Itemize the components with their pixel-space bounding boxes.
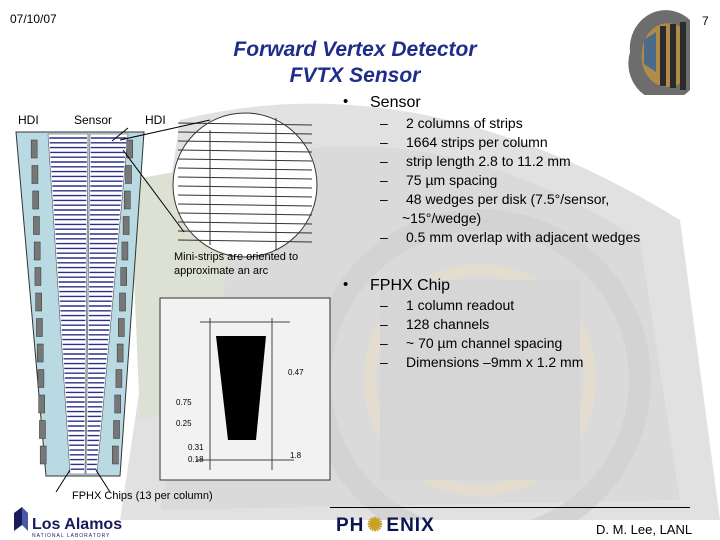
list-item: –75 µm spacing	[380, 172, 498, 188]
mini-strip	[177, 239, 313, 243]
fphx-chip	[119, 292, 126, 312]
fphx-chip	[115, 369, 123, 388]
list-item: –2 columns of strips	[380, 115, 523, 131]
dash-icon: –	[380, 335, 388, 351]
mini-strip	[177, 122, 313, 126]
dash-icon: –	[380, 134, 388, 150]
sensor-strips	[49, 137, 127, 470]
fphx-chip	[37, 369, 45, 388]
bullet-icon: •	[343, 276, 349, 293]
mini-strip	[177, 167, 313, 171]
svg-text:0.47: 0.47	[288, 368, 304, 377]
slide-date: 07/10/07	[10, 12, 57, 26]
lanl-subtitle: NATIONAL LABORATORY	[32, 533, 111, 539]
lanl-logo-icon	[14, 507, 28, 531]
phenix-logo-icon: ✺	[366, 515, 384, 536]
list-item-continuation: ~15°/wedge)	[402, 210, 482, 226]
list-item: –48 wedges per disk (7.5°/sensor,	[380, 191, 610, 207]
fphx-chip	[32, 190, 39, 210]
sensor-heading: • Sensor	[343, 93, 421, 112]
dash-icon: –	[380, 115, 388, 131]
fphx-chip	[33, 216, 40, 235]
svg-text:0.31: 0.31	[188, 443, 204, 452]
zoom-ministrips	[177, 122, 313, 243]
ministrip-note-line2: approximate an arc	[174, 265, 269, 277]
fphx-chip	[125, 165, 132, 184]
list-item: –1 column readout	[380, 297, 515, 313]
fphx-chip	[38, 394, 45, 414]
fphx-chip	[36, 318, 43, 337]
fphx-chip	[35, 292, 42, 312]
fphx-chip	[120, 267, 127, 286]
fphx-chip	[39, 420, 46, 439]
mini-strip	[177, 212, 313, 216]
mini-strip	[177, 221, 313, 225]
fphx-chips-note: FPHX Chips (13 per column)	[72, 490, 213, 502]
chip-heading: • FPHX Chip	[343, 276, 451, 295]
fphx-chip	[118, 318, 125, 337]
svg-text:1.8: 1.8	[290, 451, 302, 460]
sensor-label: Sensor	[74, 113, 113, 127]
dash-icon: –	[380, 354, 388, 370]
fphx-chips	[30, 139, 133, 465]
fphx-chip	[121, 241, 129, 261]
chip-heading-text: FPHX Chip	[370, 277, 451, 294]
chip-list: –1 column readout –128 channels –~ 70 µm…	[380, 296, 706, 372]
list-item: –128 channels	[380, 316, 490, 332]
mini-strip	[177, 185, 313, 189]
list-item: –0.5 mm overlap with adjacent wedges	[380, 229, 641, 245]
ministrip-note-line1: Mini-strips are oriented to	[174, 251, 299, 263]
dash-icon: –	[380, 153, 388, 169]
slide-subtitle: FVTX Sensor	[289, 64, 421, 87]
footer-rule	[330, 507, 690, 508]
mini-strip	[177, 149, 313, 153]
author-credit: D. M. Lee, LANL	[596, 522, 693, 537]
hdi-left-label: HDI	[18, 113, 39, 127]
mini-strip	[177, 176, 313, 180]
phenix-logo: PH✺ENIX	[336, 515, 435, 536]
list-item: –~ 70 µm channel spacing	[380, 335, 563, 351]
dash-icon: –	[380, 316, 388, 332]
bullet-icon: •	[343, 93, 349, 110]
fphx-chip	[126, 139, 133, 159]
lanl-name: Los Alamos	[32, 516, 123, 533]
dash-icon: –	[380, 229, 388, 245]
fphx-chip	[112, 445, 119, 465]
fphx-chip	[124, 190, 131, 210]
mini-strip	[177, 194, 313, 198]
fphx-chip	[30, 139, 38, 159]
mini-strip	[177, 203, 313, 207]
detector-photo-icon	[628, 10, 690, 95]
mini-strip	[177, 140, 313, 144]
fphx-chip	[36, 343, 44, 363]
svg-text:0.25: 0.25	[176, 419, 192, 428]
fphx-chip	[34, 267, 42, 286]
fphx-chip	[31, 165, 39, 184]
slide-title: Forward Vertex Detector	[233, 38, 477, 61]
dash-icon: –	[380, 172, 388, 188]
mini-strip	[177, 230, 313, 234]
hdi-right-label: HDI	[145, 113, 166, 127]
dash-icon: –	[380, 191, 388, 207]
list-item: –Dimensions –9mm x 1.2 mm	[380, 354, 584, 370]
fphx-chip	[116, 343, 124, 363]
mini-strip	[177, 158, 313, 162]
fphx-chip	[113, 420, 120, 439]
list-item: –1664 strips per column	[380, 134, 548, 150]
dash-icon: –	[380, 297, 388, 313]
page-number: 7	[702, 14, 709, 28]
svg-text:0.75: 0.75	[176, 398, 192, 407]
fphx-chip	[39, 445, 47, 465]
sensor-heading-text: Sensor	[370, 94, 421, 111]
fphx-chip	[122, 216, 130, 235]
mini-strip	[177, 131, 313, 135]
sensor-list: –2 columns of strips –1664 strips per co…	[380, 114, 706, 247]
fphx-chip	[33, 241, 41, 261]
fphx-chip	[114, 394, 121, 414]
svg-text:0.18: 0.18	[188, 455, 204, 464]
list-item: –strip length 2.8 to 11.2 mm	[380, 153, 571, 169]
